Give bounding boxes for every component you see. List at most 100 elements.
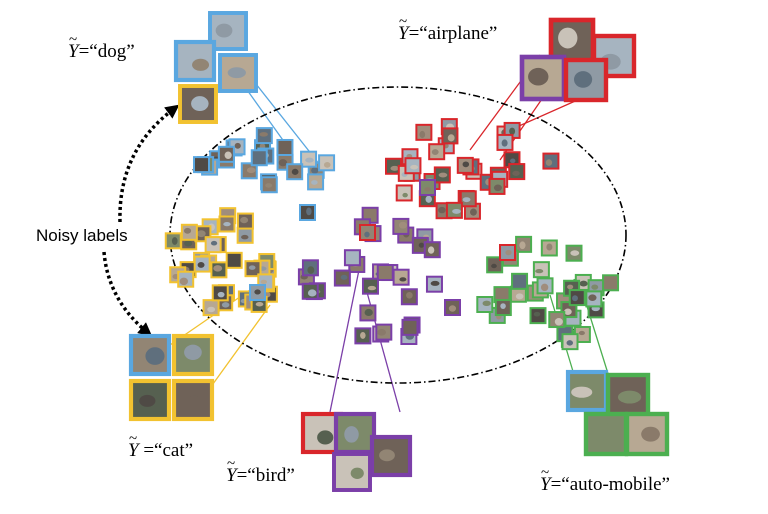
label-airplane-text: =“airplane” xyxy=(408,23,498,44)
point-automobile xyxy=(565,244,583,262)
label-dog-text: =“dog” xyxy=(78,41,135,62)
point-bird xyxy=(343,249,361,267)
point-bird xyxy=(359,304,377,322)
point-bird xyxy=(425,275,443,293)
point-automobile xyxy=(561,333,579,351)
point-noisy xyxy=(359,224,376,241)
point-automobile xyxy=(573,325,591,343)
callout-airplane-image xyxy=(563,57,609,103)
callout-automobile-image xyxy=(583,411,629,457)
label-automobile: Y=“auto-mobile” xyxy=(540,466,670,495)
label-cat: Y =“cat” xyxy=(128,432,193,460)
callout-dog-image-noisy xyxy=(178,84,218,124)
point-bird xyxy=(376,263,394,281)
point-airplane xyxy=(496,133,514,151)
point-cat xyxy=(164,232,182,250)
point-cat xyxy=(236,212,254,230)
noisy-arrow-up xyxy=(118,104,180,223)
point-dog xyxy=(318,154,336,172)
point-airplane xyxy=(456,156,474,174)
point-cat xyxy=(204,236,222,254)
point-automobile xyxy=(568,289,586,307)
point-cat xyxy=(236,226,254,244)
connector-line xyxy=(329,264,361,413)
point-dog xyxy=(240,162,258,180)
point-noisy xyxy=(419,179,436,196)
point-cat xyxy=(211,284,229,302)
callout-cat-image xyxy=(128,378,172,422)
point-automobile xyxy=(585,290,603,308)
noisy-arrow-down xyxy=(102,251,153,337)
point-bird xyxy=(400,288,418,306)
callout-cat-image xyxy=(171,333,215,377)
callout-automobile-image xyxy=(605,372,651,418)
label-airplane-symbol: Y xyxy=(398,15,409,43)
label-bird-text: =“bird” xyxy=(236,465,295,486)
point-airplane xyxy=(395,184,413,202)
point-bird xyxy=(301,259,319,277)
point-airplane xyxy=(459,190,477,208)
point-dog xyxy=(192,156,210,174)
label-airplane: Y=“airplane” xyxy=(398,15,498,44)
point-airplane xyxy=(542,152,560,170)
point-bird xyxy=(392,217,410,235)
point-bird xyxy=(375,323,393,341)
callout-cat-image-noisy xyxy=(128,333,172,377)
point-airplane xyxy=(445,201,463,219)
point-airplane xyxy=(415,123,433,141)
point-automobile xyxy=(602,274,620,292)
point-noisy xyxy=(444,299,461,316)
point-bird xyxy=(301,282,319,300)
point-automobile xyxy=(515,235,533,253)
callout-airplane-image-noisy xyxy=(519,54,567,102)
point-cat xyxy=(244,260,262,278)
point-airplane xyxy=(441,127,459,145)
callout-cat-image xyxy=(171,378,215,422)
label-cat-symbol: Y xyxy=(128,432,139,460)
connector-line xyxy=(204,304,271,396)
point-cat xyxy=(225,251,243,269)
point-cat xyxy=(193,255,211,273)
connector-lines xyxy=(169,54,611,413)
label-automobile-symbol: Y xyxy=(540,466,551,494)
point-automobile xyxy=(540,239,558,257)
point-dog xyxy=(260,176,278,194)
label-dog: Y=“dog” xyxy=(68,33,135,62)
label-bird: Y=“bird” xyxy=(226,457,295,486)
label-bird-symbol: Y xyxy=(226,457,237,485)
point-cat xyxy=(177,270,195,288)
point-bird xyxy=(423,241,441,259)
point-automobile xyxy=(486,256,504,274)
callout-dog-image xyxy=(173,39,217,83)
callout-bird-image xyxy=(332,452,372,492)
point-airplane xyxy=(404,157,422,175)
point-dog xyxy=(307,173,325,191)
point-airplane xyxy=(508,163,526,181)
label-automobile-text: =“auto-mobile” xyxy=(550,474,670,495)
callout-bird-image xyxy=(369,434,413,478)
point-automobile xyxy=(494,299,512,317)
point-automobile xyxy=(476,296,494,314)
point-automobile xyxy=(529,307,547,325)
label-dog-symbol: Y xyxy=(68,33,79,61)
callout-dog-image xyxy=(218,53,258,93)
point-airplane xyxy=(463,202,481,220)
callout-automobile-image-noisy xyxy=(565,369,609,413)
point-noisy xyxy=(249,284,266,301)
point-bird xyxy=(361,277,379,295)
point-automobile xyxy=(532,261,550,279)
point-noisy xyxy=(299,204,316,221)
point-airplane xyxy=(488,177,506,195)
callout-automobile-image xyxy=(624,411,670,457)
point-cat xyxy=(210,261,228,279)
point-dog xyxy=(250,149,268,167)
callout-bird-image xyxy=(333,411,377,455)
point-airplane xyxy=(428,143,446,161)
point-dog xyxy=(276,138,294,156)
example-image-callouts xyxy=(128,11,670,492)
noisy-labels-text: Noisy labels xyxy=(36,226,128,245)
point-airplane xyxy=(433,166,451,184)
connector-line xyxy=(364,284,401,413)
